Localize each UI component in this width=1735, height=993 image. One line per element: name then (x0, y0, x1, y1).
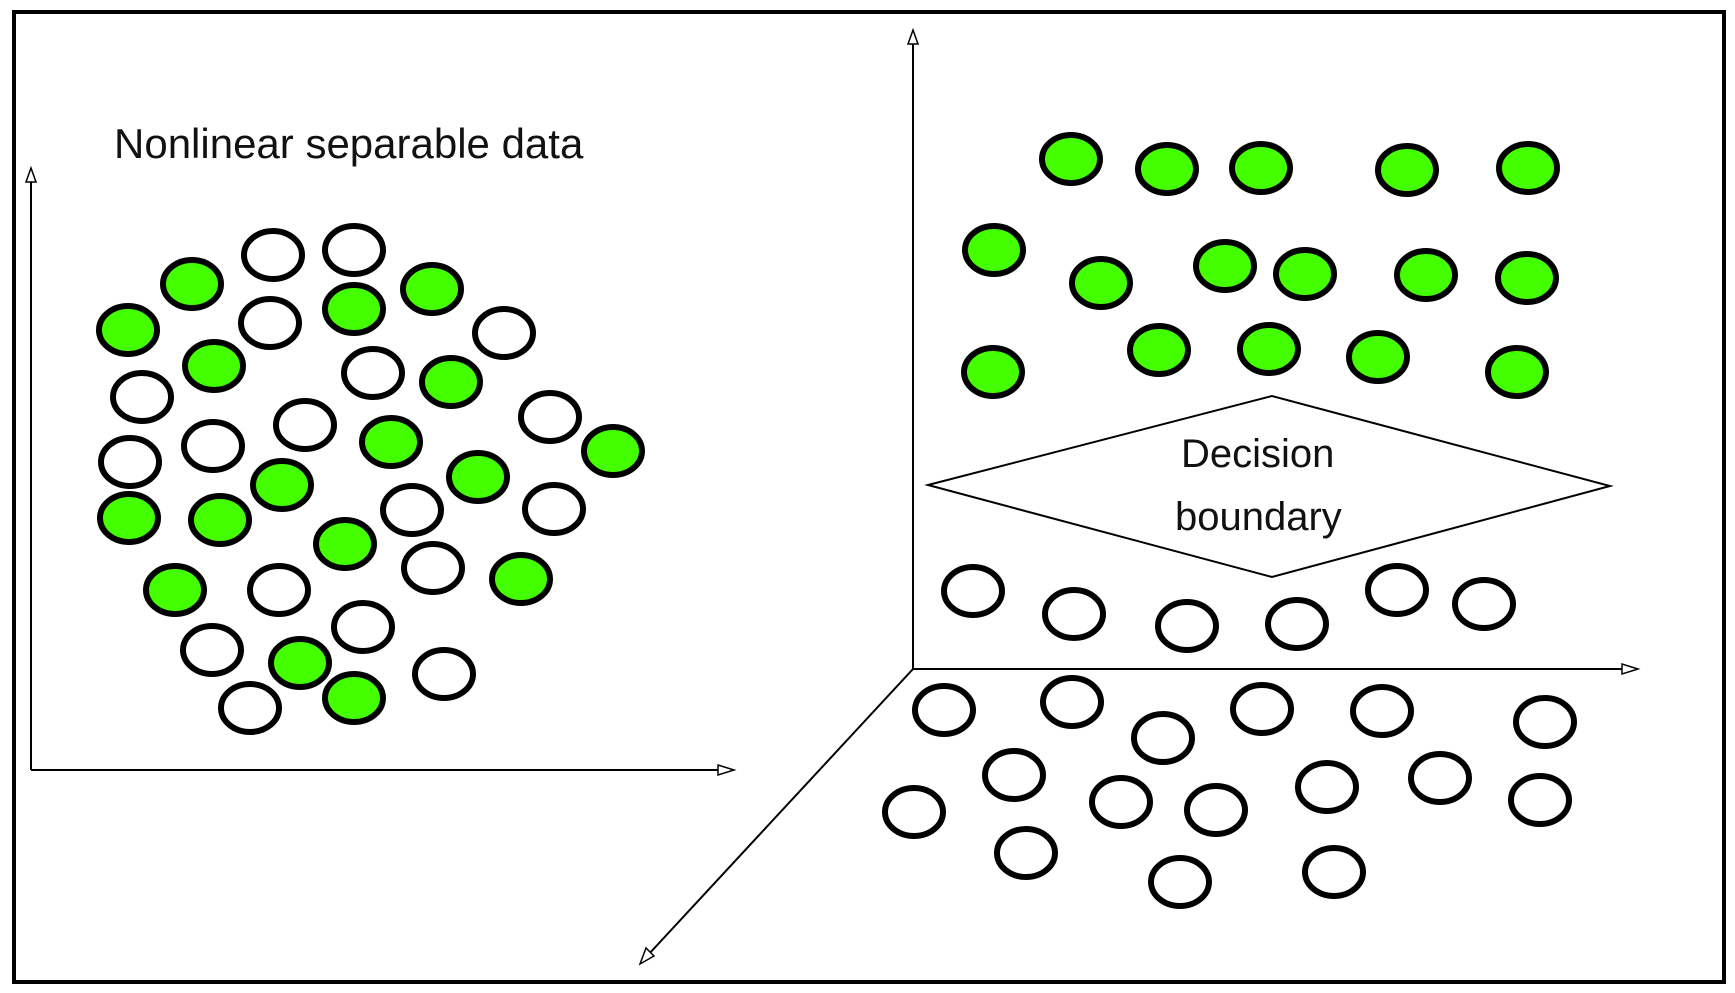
positive-point (160, 257, 224, 311)
positive-point (1039, 132, 1103, 186)
negative-point (994, 826, 1058, 880)
positive-point (322, 671, 386, 725)
right-plot: Decision boundary (638, 27, 1641, 966)
negative-point (1302, 845, 1366, 899)
positive-point (962, 223, 1026, 277)
positive-point (322, 282, 386, 336)
negative-point (1148, 855, 1212, 909)
left-point-cluster (96, 223, 645, 735)
positive-point (1394, 248, 1458, 302)
positive-point (250, 458, 314, 512)
negative-point (110, 370, 174, 424)
negative-point (238, 296, 302, 350)
positive-point (1496, 141, 1560, 195)
negative-point (412, 647, 476, 701)
positive-point (1237, 322, 1301, 376)
positive-point (268, 636, 332, 690)
negative-point (181, 419, 245, 473)
left-plot: Nonlinear separable data (24, 120, 737, 777)
positive-point (400, 262, 464, 316)
negative-point (1365, 563, 1429, 617)
negative-point (247, 563, 311, 617)
positive-point (182, 339, 246, 393)
decision-boundary-label-line1: Decision (1181, 432, 1334, 476)
positive-point (96, 303, 160, 357)
positive-point (359, 415, 423, 469)
positive-point (1135, 142, 1199, 196)
negative-point (982, 748, 1046, 802)
negative-point (1295, 760, 1359, 814)
left-x-arrow (717, 763, 737, 777)
negative-point (1230, 682, 1294, 736)
positive-point (446, 450, 510, 504)
negative-point (1042, 587, 1106, 641)
negative-point (472, 306, 536, 360)
negative-point (882, 785, 946, 839)
negative-point (1513, 695, 1577, 749)
positive-point (581, 424, 645, 478)
negative-point (522, 482, 586, 536)
negative-point (331, 600, 395, 654)
positive-point (97, 491, 161, 545)
negative-point (273, 398, 337, 452)
negative-point (1350, 684, 1414, 738)
positive-point (1485, 345, 1549, 399)
negative-point (912, 683, 976, 737)
negative-point (1184, 783, 1248, 837)
negative-point (218, 681, 282, 735)
right-point-cluster (882, 132, 1577, 909)
negative-point (380, 483, 444, 537)
negative-point (941, 564, 1005, 618)
negative-point (401, 541, 465, 595)
positive-point (143, 563, 207, 617)
positive-point (1375, 143, 1439, 197)
positive-point (961, 345, 1025, 399)
right-z-arrow (906, 27, 920, 45)
right-y-arrow (638, 946, 656, 966)
positive-point (1193, 239, 1257, 293)
positive-point (419, 355, 483, 409)
right-x-arrow (1621, 662, 1641, 676)
positive-point (1229, 141, 1293, 195)
right-y-axis (647, 668, 914, 956)
positive-point (1273, 247, 1337, 301)
negative-point (1265, 597, 1329, 651)
negative-point (98, 435, 162, 489)
negative-point (1408, 751, 1472, 805)
negative-point (1508, 773, 1572, 827)
positive-point (1069, 256, 1133, 310)
negative-point (1155, 599, 1219, 653)
negative-point (518, 390, 582, 444)
negative-point (322, 223, 386, 277)
positive-point (1127, 323, 1191, 377)
positive-point (489, 552, 553, 606)
negative-point (1089, 775, 1153, 829)
left-plot-title: Nonlinear separable data (114, 120, 584, 167)
negative-point (1131, 711, 1195, 765)
negative-point (180, 623, 244, 677)
decision-boundary-label-line2: boundary (1175, 495, 1342, 539)
positive-point (313, 517, 377, 571)
positive-point (188, 493, 252, 547)
positive-point (1346, 330, 1410, 384)
negative-point (341, 346, 405, 400)
decision-boundary-plane (924, 394, 1614, 579)
positive-point (1495, 251, 1559, 305)
left-y-arrow (24, 165, 38, 183)
negative-point (241, 228, 305, 282)
negative-point (1040, 675, 1104, 729)
negative-point (1452, 577, 1516, 631)
